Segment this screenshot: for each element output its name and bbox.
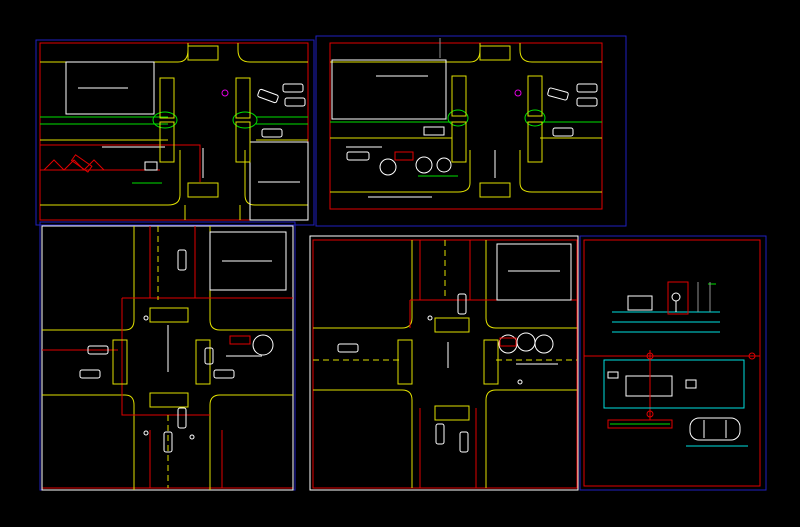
plan-top-left — [35, 39, 315, 226]
car — [261, 128, 283, 138]
tree — [436, 157, 452, 173]
car — [177, 407, 187, 429]
tree — [379, 158, 397, 176]
section-detail — [579, 235, 767, 491]
car — [87, 345, 109, 355]
car — [79, 369, 101, 379]
car — [346, 151, 370, 161]
tree — [516, 332, 536, 352]
car — [576, 97, 598, 107]
car — [435, 423, 445, 445]
tree — [415, 156, 433, 174]
car — [576, 83, 598, 93]
plan-bottom-middle — [309, 235, 579, 491]
car — [177, 249, 187, 271]
tree — [252, 334, 274, 356]
car — [547, 87, 569, 101]
car — [163, 431, 173, 453]
car — [204, 347, 214, 365]
car — [457, 293, 467, 315]
car — [257, 88, 279, 104]
car — [459, 431, 469, 453]
car — [284, 97, 306, 107]
car — [213, 369, 235, 379]
plan-top-right — [315, 35, 627, 227]
car — [689, 417, 741, 441]
car — [552, 127, 574, 137]
plan-bottom-left — [39, 221, 296, 491]
tree — [534, 334, 554, 354]
car — [337, 343, 359, 353]
car — [282, 83, 304, 93]
